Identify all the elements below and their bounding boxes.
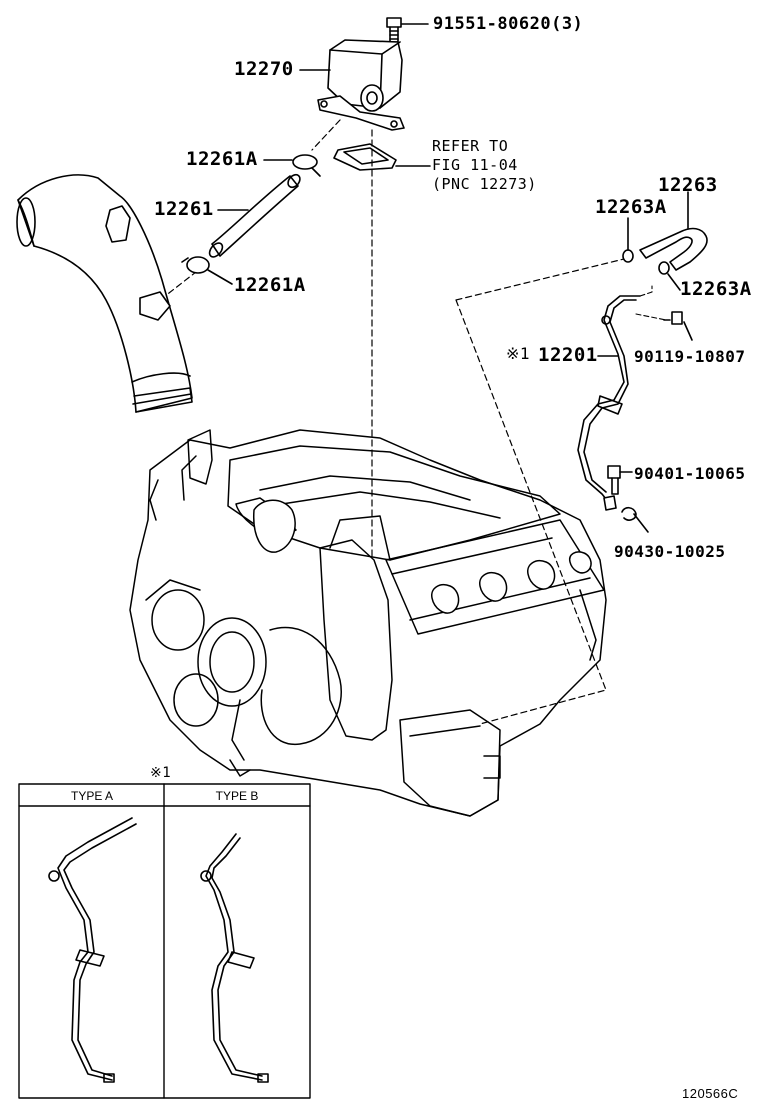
label-refer-2: FIG 11-04 xyxy=(432,156,518,174)
inset-box xyxy=(19,784,310,1098)
bolt-lower-icon xyxy=(608,466,620,494)
label-bolt-top: 91551-80620(3) xyxy=(433,14,584,34)
label-hose: 12261 xyxy=(154,198,214,220)
pipe-type-b-icon xyxy=(201,834,268,1082)
label-inset-marker: ※1 xyxy=(150,765,172,781)
label-type-a: TYPE A xyxy=(70,789,114,803)
bolt-right-icon xyxy=(664,312,682,324)
ventilation-valve-icon xyxy=(318,40,404,130)
label-clamp-right-a: 12263A xyxy=(595,196,667,218)
hose-right-icon xyxy=(640,229,707,270)
bolt-top-icon xyxy=(387,18,401,42)
clamp-right-b-icon xyxy=(659,262,669,274)
gasket-icon xyxy=(334,144,396,170)
label-ref-code: 120566C xyxy=(682,1086,739,1101)
label-valve: 12270 xyxy=(234,58,294,80)
label-clamp-lower: 12261A xyxy=(234,274,306,296)
label-clamp-right-b: 12263A xyxy=(680,278,752,300)
label-bolt-lower: 90401-10065 xyxy=(634,464,746,483)
label-pipe: 12201 xyxy=(538,344,598,366)
ventilation-pipe-icon xyxy=(578,296,640,504)
label-refer-1: REFER TO xyxy=(432,137,509,155)
label-clamp-lower-right: 90430-10025 xyxy=(614,542,726,561)
clamp-right-a-icon xyxy=(623,250,633,262)
label-refer-3: (PNC 12273) xyxy=(432,175,537,193)
label-bolt-right: 90119-10807 xyxy=(634,347,746,366)
intake-pipe-icon xyxy=(17,175,192,412)
clamp-lower-icon xyxy=(182,257,209,273)
label-type-b: TYPE B xyxy=(215,789,259,803)
clamp-upper-icon xyxy=(293,155,320,176)
label-pipe-marker: ※1 xyxy=(506,344,531,363)
clamp-lower-right-icon xyxy=(604,496,636,520)
hose-icon xyxy=(207,172,302,259)
pipe-type-a-icon xyxy=(49,818,136,1082)
engine-block-icon xyxy=(130,430,606,816)
label-clamp-upper: 12261A xyxy=(186,148,258,170)
label-hose-right: 12263 xyxy=(658,174,718,196)
